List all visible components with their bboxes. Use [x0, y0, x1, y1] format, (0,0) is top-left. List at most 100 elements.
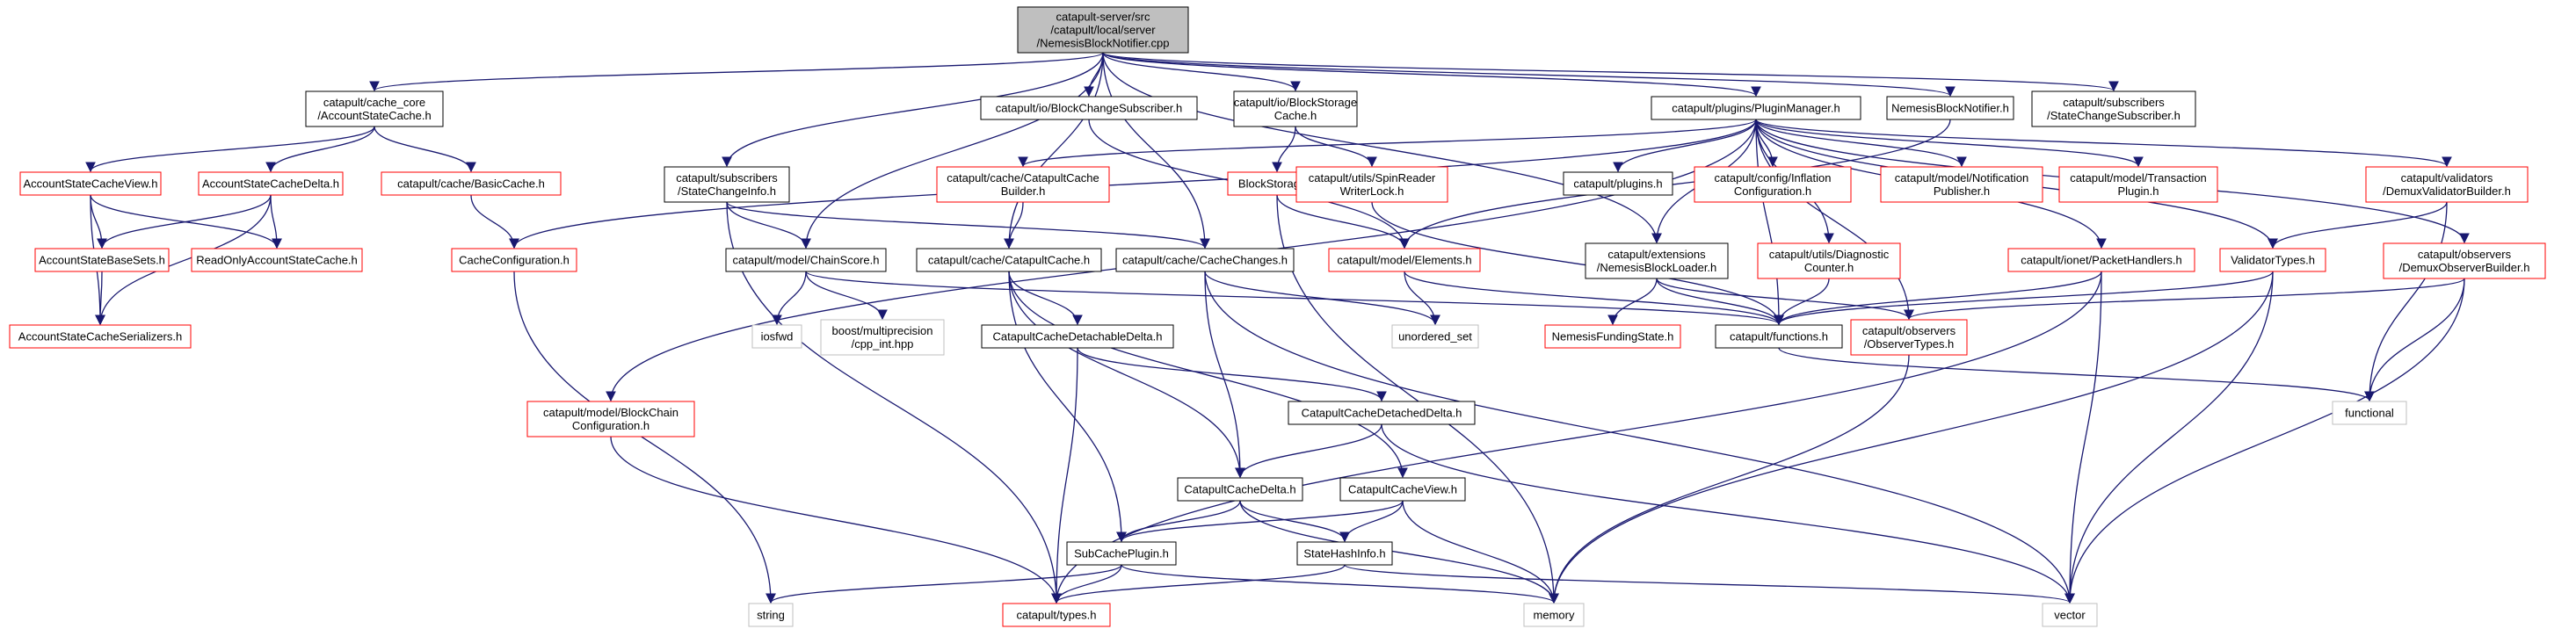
node-label-line: memory	[1534, 609, 1575, 622]
edge-catapult_cache-to-catapult_cache_delta	[1008, 271, 1245, 479]
node-catapult-cache-detachable-delta[interactable]: CatapultCacheDetachableDelta.h	[981, 324, 1174, 349]
node-chain-score[interactable]: catapult/model/ChainScore.h	[725, 248, 887, 272]
edge-root-to-catapult_cache	[1004, 52, 1104, 249]
node-account-state-base-sets[interactable]: AccountStateBaseSets.h	[34, 248, 170, 272]
node-label-line: CatapultCacheView.h	[1348, 483, 1457, 496]
node-label-line: /catapult/local/server	[1050, 24, 1156, 37]
node-box	[981, 324, 1174, 349]
node-box	[19, 171, 162, 196]
node-plugin-manager[interactable]: catapult/plugins/PluginManager.h	[1651, 96, 1861, 120]
node-catapult-cache-view[interactable]: CatapultCacheView.h	[1339, 477, 1466, 502]
node-cache-changes[interactable]: catapult/cache/CacheChanges.h	[1115, 248, 1295, 272]
node-account-state-cache-delta[interactable]: AccountStateCacheDelta.h	[198, 171, 344, 196]
edge-plugin_manager-to-transaction_plugin	[1755, 119, 2144, 168]
node-block-change-subscriber[interactable]: catapult/io/BlockChangeSubscriber.h	[980, 96, 1198, 120]
node-root[interactable]: catapult-server/src/catapult/local/serve…	[1017, 6, 1189, 54]
node-box	[748, 603, 794, 627]
edge-demux_validator_builder-to-functional	[2364, 201, 2448, 402]
node-box	[1694, 166, 1852, 203]
edge-account_state_cache-to-account_state_cache_delta	[265, 126, 375, 173]
node-box	[2383, 242, 2546, 279]
node-nemesis-funding-state[interactable]: NemesisFundingState.h	[1544, 324, 1681, 349]
node-catapult-cache[interactable]: catapult/cache/CatapultCache.h	[916, 248, 1102, 272]
node-box	[1391, 324, 1479, 349]
node-packet-handlers[interactable]: catapult/ionet/PacketHandlers.h	[2007, 248, 2195, 272]
node-model-elements[interactable]: catapult/model/Elements.h	[1328, 248, 1481, 272]
edge-cache_changes-to-catapult_cache_delta	[1204, 271, 1245, 479]
edge-validator_types-to-memory	[1549, 271, 2274, 604]
node-box	[1002, 603, 1111, 627]
node-functions-h[interactable]: catapult/functions.h	[1715, 324, 1843, 349]
node-catapult-cache-delta[interactable]: CatapultCacheDelta.h	[1177, 477, 1303, 502]
node-sub-cache-plugin[interactable]: SubCachePlugin.h	[1066, 541, 1177, 566]
edge-plugin_manager-to-cache_configuration	[509, 119, 1757, 249]
node-demux-validator-builder[interactable]: catapult/validators/DemuxValidatorBuilde…	[2365, 166, 2529, 203]
node-label-line: catapult/model/Notification	[1895, 171, 2028, 184]
node-label-line: catapult/cache/CatapultCache.h	[928, 254, 1090, 267]
node-label-line: catapult/model/ChainScore.h	[733, 254, 880, 267]
node-box	[664, 166, 790, 203]
node-string: string	[748, 603, 794, 627]
node-box	[2058, 166, 2218, 203]
node-state-change-info[interactable]: catapult/subscribers/StateChangeInfo.h	[664, 166, 790, 203]
node-box	[1757, 242, 1901, 279]
node-account-state-cache[interactable]: catapult/cache_core/AccountStateCache.h	[305, 90, 444, 127]
node-label-line: boost/multiprecision	[832, 324, 933, 337]
node-observer-types[interactable]: catapult/observers/ObserverTypes.h	[1850, 319, 1968, 356]
node-account-state-cache-serializers[interactable]: AccountStateCacheSerializers.h	[9, 324, 192, 349]
node-cpp-int: boost/multiprecision/cpp_int.hpp	[820, 319, 945, 356]
edge-chain_score-to-functions_h	[805, 271, 1784, 326]
node-nemesis-block-loader[interactable]: catapult/extensions/NemesisBlockLoader.h	[1585, 242, 1729, 279]
node-state-hash-info[interactable]: StateHashInfo.h	[1296, 541, 1393, 566]
node-validator-types[interactable]: ValidatorTypes.h	[2219, 248, 2326, 272]
node-cache-configuration[interactable]: CacheConfiguration.h	[451, 248, 577, 272]
node-nemesis-block-notifier[interactable]: NemesisBlockNotifier.h	[1886, 96, 2014, 120]
node-box	[725, 248, 887, 272]
edge-state_hash_info-to-types_h	[1051, 564, 1346, 604]
node-catapult-cache-detached-delta[interactable]: CatapultCacheDetachedDelta.h	[1288, 401, 1476, 425]
node-label-line: Counter.h	[1804, 261, 1854, 274]
node-box	[2031, 90, 2196, 127]
node-state-change-subscriber[interactable]: catapult/subscribers/StateChangeSubscrib…	[2031, 90, 2196, 127]
edge-sub_cache_plugin-to-string	[766, 564, 1122, 604]
node-account-state-cache-view[interactable]: AccountStateCacheView.h	[19, 171, 162, 196]
edge-root-to-nemesis_block_notifier	[1102, 52, 1956, 98]
node-read-only-account-state-cache[interactable]: ReadOnlyAccountStateCache.h	[191, 248, 363, 272]
edge-packet_handlers-to-functions_h	[1774, 271, 2102, 326]
edge-spin_reader_writer_lock-to-functions_h	[1371, 201, 1784, 326]
node-label-line: CacheConfiguration.h	[459, 254, 570, 267]
node-box	[1295, 166, 1448, 203]
node-box	[9, 324, 192, 349]
node-label-line: catapult/observers	[2418, 248, 2512, 261]
node-label-line: /NemesisBlockNotifier.cpp	[1037, 37, 1170, 50]
node-types-h[interactable]: catapult/types.h	[1002, 603, 1111, 627]
node-label-line: NemesisBlockNotifier.h	[1891, 102, 2009, 115]
node-label-line: AccountStateCacheView.h	[24, 177, 158, 191]
node-box	[1017, 6, 1189, 54]
node-label-line: Plugin.h	[2118, 184, 2159, 198]
node-box	[2332, 401, 2407, 425]
node-label-line: catapult/io/BlockChangeSubscriber.h	[996, 102, 1182, 115]
edge-basic_cache-to-cache_configuration	[470, 194, 519, 249]
edge-catapult_cache_detachable_delta-to-types_h	[1051, 347, 1078, 604]
node-label-line: catapult/observers	[1862, 324, 1956, 337]
edge-root-to-state_change_subscriber	[1102, 52, 2119, 92]
edge-chain_score-to-iosfwd	[772, 271, 807, 326]
edge-catapult_cache_delta-to-sub_cache_plugin	[1116, 500, 1241, 543]
node-box	[451, 248, 577, 272]
edge-block_storage_cache-to-spin_reader_writer_lock	[1295, 126, 1377, 168]
node-basic-cache[interactable]: catapult/cache/BasicCache.h	[381, 171, 562, 196]
node-demux-observer-builder[interactable]: catapult/observers/DemuxObserverBuilder.…	[2383, 242, 2546, 279]
node-plugins-h[interactable]: catapult/plugins.h	[1563, 171, 1673, 196]
node-box	[1177, 477, 1303, 502]
edge-root-to-cache_changes	[1102, 52, 1210, 249]
